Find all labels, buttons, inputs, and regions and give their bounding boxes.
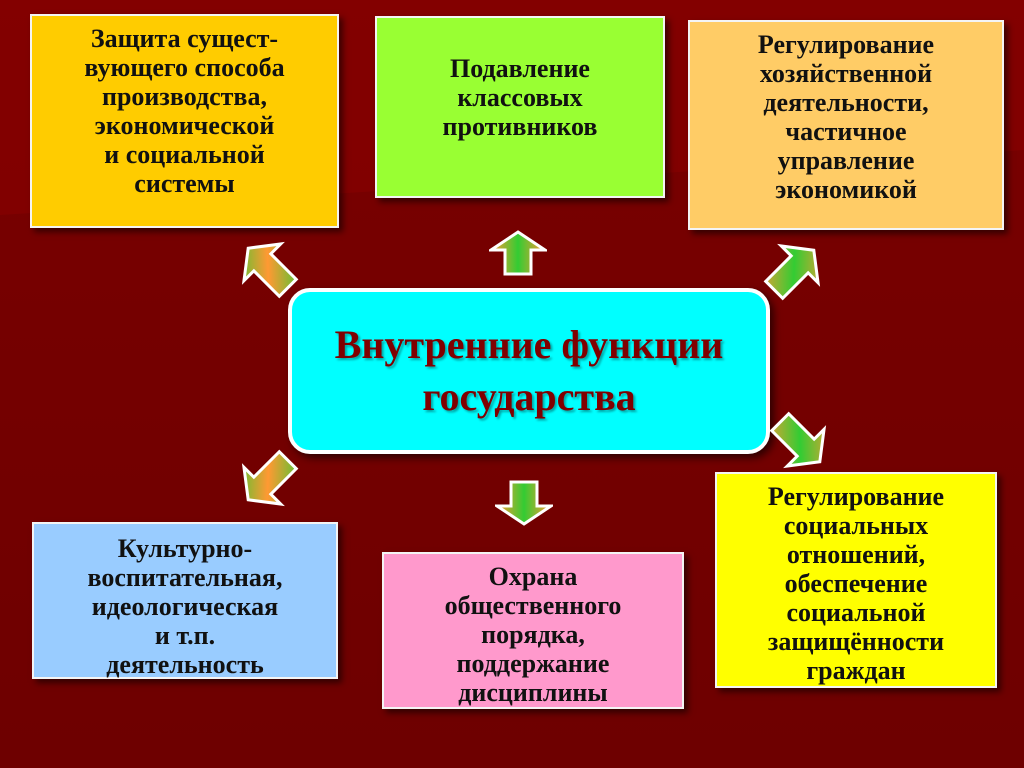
arrow-up-left-icon [241, 241, 299, 299]
function-box-protection: Защита сущест- вующего способа производс… [30, 14, 339, 228]
arrow-down-left-icon [241, 449, 299, 507]
arrow-down-right-icon [769, 411, 827, 469]
center-title: Внутренние функции государства [334, 322, 724, 419]
function-box-social-regulation: Регулирование социальных отношений, обес… [715, 472, 997, 688]
function-label: Охрана общественного порядка, поддержани… [444, 562, 622, 707]
function-label: Подавление классовых противников [442, 54, 598, 141]
arrow-up-icon [489, 230, 547, 276]
function-box-suppression: Подавление классовых противников [375, 16, 665, 198]
arrow-up-right-icon [763, 243, 821, 301]
function-box-public-order: Охрана общественного порядка, поддержани… [382, 552, 684, 709]
function-label: Регулирование хозяйственной деятельности… [757, 30, 935, 204]
function-box-cultural: Культурно- воспитательная, идеологическа… [32, 522, 338, 679]
arrow-down-icon [495, 480, 553, 526]
function-label: Культурно- воспитательная, идеологическа… [87, 534, 283, 679]
function-box-economic-regulation: Регулирование хозяйственной деятельности… [688, 20, 1004, 230]
function-label: Защита сущест- вующего способа производс… [84, 24, 285, 198]
center-node: Внутренние функции государства [288, 288, 770, 454]
function-label: Регулирование социальных отношений, обес… [767, 482, 945, 685]
